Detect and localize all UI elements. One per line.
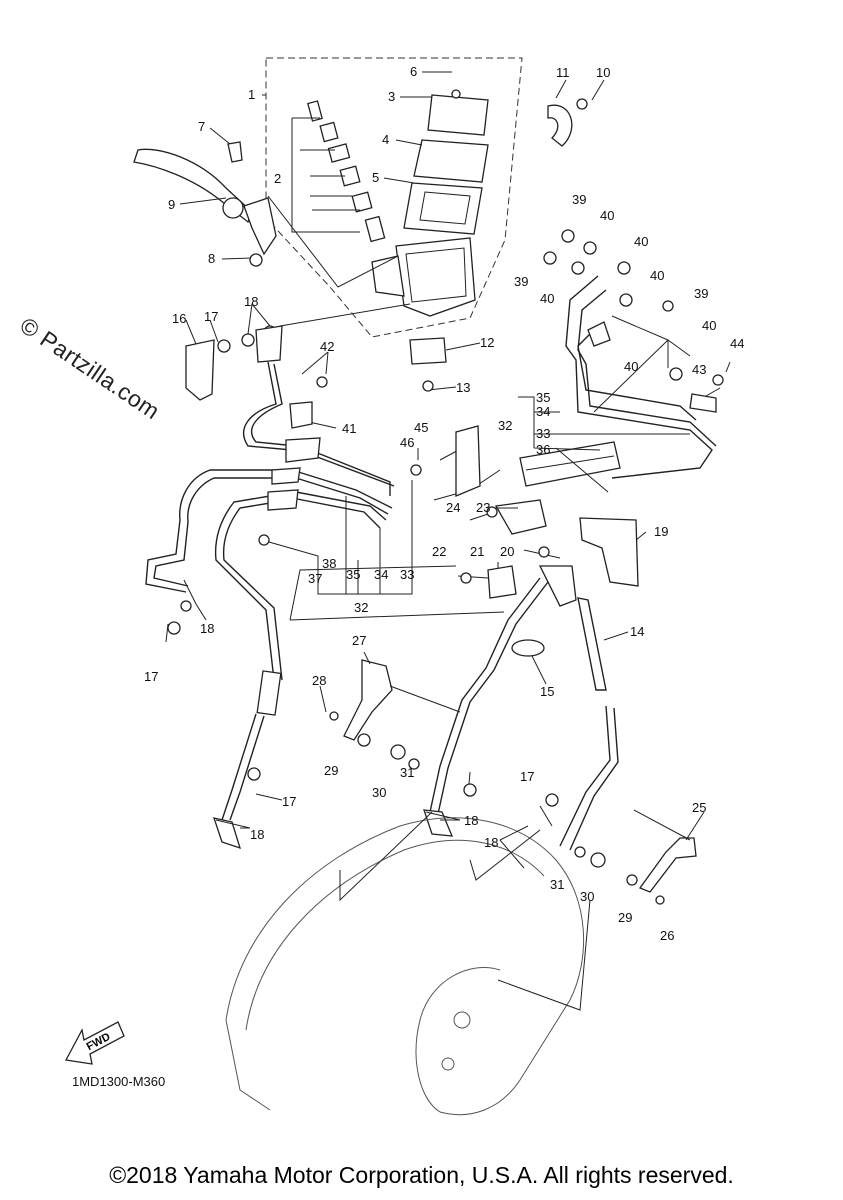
callout-40f: 40 bbox=[624, 359, 638, 374]
banjo-bolt-group bbox=[185, 325, 283, 401]
callout-40a: 40 bbox=[600, 208, 614, 223]
callout-33b: 33 bbox=[400, 567, 414, 582]
callout-32b: 32 bbox=[354, 600, 368, 615]
callout-15: 15 bbox=[540, 684, 554, 699]
callout-39b: 39 bbox=[514, 274, 528, 289]
callout-35a: 35 bbox=[536, 390, 550, 405]
callout-3: 3 bbox=[388, 89, 395, 104]
callout-29a: 29 bbox=[324, 763, 338, 778]
callout-24: 24 bbox=[446, 500, 460, 515]
callout-36: 36 bbox=[536, 442, 550, 457]
hose-14-lower bbox=[559, 705, 611, 847]
callout-12: 12 bbox=[480, 335, 494, 350]
hose-holder-25 bbox=[638, 837, 697, 893]
callout-40c: 40 bbox=[650, 268, 664, 283]
callout-2: 2 bbox=[274, 171, 281, 186]
callout-41: 41 bbox=[342, 421, 356, 436]
callout-17a: 17 bbox=[204, 309, 218, 324]
callout-29b: 29 bbox=[618, 910, 632, 925]
callout-40e: 40 bbox=[702, 318, 716, 333]
callout-4: 4 bbox=[382, 132, 389, 147]
callout-31a: 31 bbox=[400, 765, 414, 780]
callout-17c: 17 bbox=[282, 794, 296, 809]
callout-18b: 18 bbox=[200, 621, 214, 636]
master-cylinder-boundary bbox=[265, 57, 523, 338]
callout-18a: 18 bbox=[244, 294, 258, 309]
callout-9: 9 bbox=[168, 197, 175, 212]
callout-35b: 35 bbox=[346, 567, 360, 582]
reservoir-cap bbox=[403, 89, 489, 235]
callout-10: 10 bbox=[596, 65, 610, 80]
hose-center-b bbox=[437, 581, 549, 815]
callout-31b: 31 bbox=[550, 877, 564, 892]
callout-1: 1 bbox=[248, 87, 255, 102]
clip-15 bbox=[511, 639, 545, 657]
callout-23: 23 bbox=[476, 500, 490, 515]
callout-40d: 40 bbox=[540, 291, 554, 306]
brake-lever bbox=[133, 141, 277, 256]
callout-39c: 39 bbox=[694, 286, 708, 301]
callout-19: 19 bbox=[654, 524, 668, 539]
callout-30b: 30 bbox=[580, 889, 594, 904]
hose-14 bbox=[577, 597, 607, 691]
callout-22: 22 bbox=[432, 544, 446, 559]
callout-30a: 30 bbox=[372, 785, 386, 800]
hose-center-fitting bbox=[423, 809, 454, 837]
callout-8: 8 bbox=[208, 251, 215, 266]
callout-46: 46 bbox=[400, 435, 414, 450]
brake-hoses bbox=[145, 361, 395, 850]
callout-21: 21 bbox=[470, 544, 484, 559]
callout-26: 26 bbox=[660, 928, 674, 943]
callout-39a: 39 bbox=[572, 192, 586, 207]
callout-27: 27 bbox=[352, 633, 366, 648]
hose-14-lower-b bbox=[569, 707, 619, 851]
callout-38: 38 bbox=[322, 556, 336, 571]
master-cylinder-body bbox=[371, 237, 476, 317]
callout-18c: 18 bbox=[250, 827, 264, 842]
brake-switch bbox=[409, 337, 447, 365]
callout-34a: 34 bbox=[536, 404, 550, 419]
leader-lines bbox=[165, 71, 731, 1011]
callout-17b: 17 bbox=[144, 669, 158, 684]
front-fender bbox=[225, 817, 585, 1116]
handlebar-clamp bbox=[547, 104, 573, 147]
hose-center bbox=[429, 577, 541, 813]
hardware bbox=[167, 98, 724, 905]
callout-6: 6 bbox=[410, 64, 417, 79]
diagram-code: 1MD1300-M360 bbox=[72, 1074, 166, 1089]
callout-labels: 1 2 3 4 5 6 7 8 9 10 11 12 13 14 15 16 1… bbox=[144, 64, 744, 943]
callout-40b: 40 bbox=[634, 234, 648, 249]
copyright-notice: ©2018 Yamaha Motor Corporation, U.S.A. A… bbox=[109, 1162, 734, 1188]
hose-holder-27 bbox=[343, 659, 393, 741]
callout-11: 11 bbox=[556, 65, 570, 80]
callout-16: 16 bbox=[172, 311, 186, 326]
callout-45: 45 bbox=[414, 420, 428, 435]
piston-kit bbox=[291, 100, 386, 243]
grommets bbox=[357, 733, 638, 886]
callout-37: 37 bbox=[308, 571, 322, 586]
callout-18e: 18 bbox=[484, 835, 498, 850]
callout-33a: 33 bbox=[536, 426, 550, 441]
callout-14: 14 bbox=[630, 624, 644, 639]
callout-25: 25 bbox=[692, 800, 706, 815]
callout-28: 28 bbox=[312, 673, 326, 688]
callout-13: 13 bbox=[456, 380, 470, 395]
callout-17d: 17 bbox=[520, 769, 534, 784]
callout-43: 43 bbox=[692, 362, 706, 377]
callout-20: 20 bbox=[500, 544, 514, 559]
joint-bracket bbox=[487, 499, 639, 607]
fwd-arrow-icon bbox=[64, 1021, 125, 1065]
callout-32a: 32 bbox=[498, 418, 512, 433]
callout-5: 5 bbox=[372, 170, 379, 185]
callout-42: 42 bbox=[320, 339, 334, 354]
callout-7: 7 bbox=[198, 119, 205, 134]
callout-34b: 34 bbox=[374, 567, 388, 582]
metal-brake-lines bbox=[519, 275, 717, 487]
callout-44: 44 bbox=[730, 336, 744, 351]
callout-18d: 18 bbox=[464, 813, 478, 828]
